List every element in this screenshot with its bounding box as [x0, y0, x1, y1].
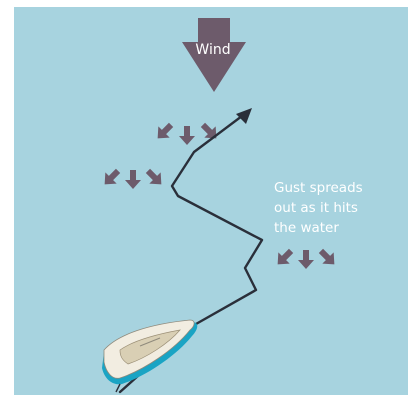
- gust-arrow-icon: [99, 165, 124, 190]
- gust-annotation-line: the water: [274, 218, 394, 238]
- gust-arrow-icon: [152, 119, 177, 144]
- gust-arrow-icon: [125, 170, 141, 189]
- gust-arrow-icon: [272, 245, 297, 270]
- wind-label: Wind: [180, 42, 246, 58]
- gust-arrow-icon: [298, 250, 314, 269]
- gust-annotation: Gust spreads out as it hits the water: [274, 178, 394, 238]
- gust-arrows-left: [99, 165, 167, 190]
- sailboat-icon: [102, 320, 197, 392]
- gust-arrow-icon: [315, 245, 340, 270]
- gust-arrows-right: [272, 245, 340, 270]
- gust-arrow-icon: [142, 165, 167, 190]
- gust-arrow-icon: [179, 126, 195, 145]
- gust-annotation-line: Gust spreads: [274, 178, 394, 198]
- gust-annotation-line: out as it hits: [274, 198, 394, 218]
- gust-arrows-top: [152, 119, 222, 145]
